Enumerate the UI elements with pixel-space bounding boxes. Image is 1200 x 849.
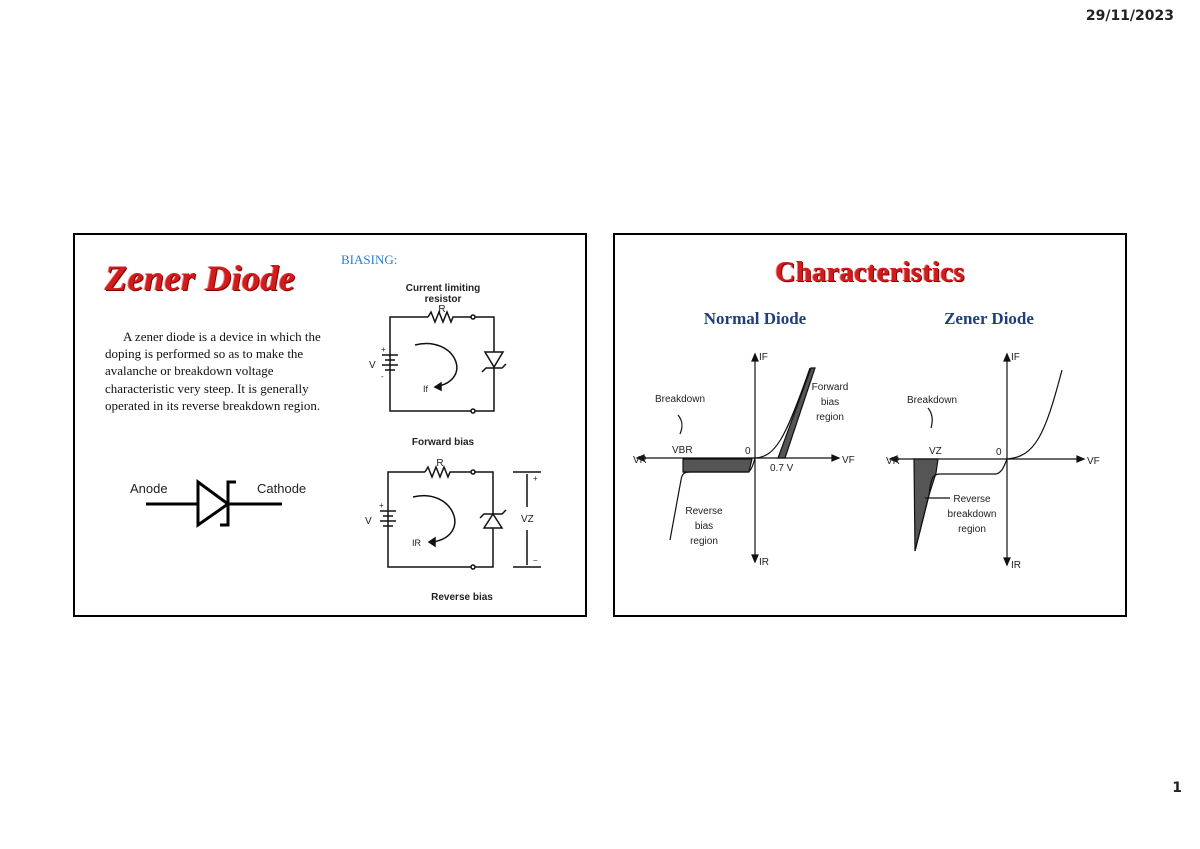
current-label: If	[423, 384, 429, 394]
vz-label: VZ	[521, 514, 534, 525]
resistor-label: Current limiting	[406, 283, 480, 294]
minus: -	[381, 372, 384, 381]
vr-label: VR	[886, 456, 900, 467]
source-v: V	[369, 360, 376, 371]
normal-diode-heading: Normal Diode	[703, 309, 807, 328]
resistor-r: R	[438, 304, 445, 315]
ir-label: IR	[759, 557, 769, 568]
reverse-circuit	[380, 464, 541, 570]
normal-diode-graph	[635, 352, 841, 564]
vf-label: VF	[842, 455, 855, 466]
breakdown-label: Breakdown	[655, 394, 705, 405]
breakdown-label: Breakdown	[907, 395, 957, 406]
description: A zener diode is a device in which the d…	[105, 329, 321, 413]
anode-label: Anode	[130, 481, 168, 496]
forward-region-label: bias	[821, 397, 839, 408]
date: 29/11/2023	[1085, 8, 1174, 24]
knee-voltage-label: 0.7 V	[770, 463, 794, 474]
slide-title: Zener Diode	[105, 258, 296, 298]
reverse-region-label: region	[958, 524, 986, 535]
source-v: V	[365, 516, 372, 527]
vbr-label: VBR	[672, 445, 693, 456]
forward-region-label: region	[816, 412, 844, 423]
vr-label: VR	[633, 455, 647, 466]
diagrams: Anode Cathode Current limiting resistor …	[130, 283, 541, 603]
if-label: IF	[1011, 352, 1020, 363]
slide-title: Characteristics	[775, 257, 965, 288]
reverse-region-label: bias	[695, 521, 713, 532]
slide-characteristics: Characteristics Normal Diode Zener Diode…	[613, 233, 1127, 617]
current-label: IR	[412, 538, 422, 548]
reverse-bias-caption: Reverse bias	[431, 592, 493, 603]
characteristic-graphs: Breakdown VBR 0 0.7 V VR VF IF IR Forwar…	[633, 352, 1100, 571]
resistor-label-2: resistor	[425, 294, 462, 305]
vz-label: VZ	[929, 446, 942, 457]
biasing-label: BIASING:	[341, 252, 398, 267]
ir-label: IR	[1011, 560, 1021, 571]
vz-plus: +	[533, 474, 538, 483]
reverse-region-label: breakdown	[948, 509, 997, 520]
forward-bias-caption: Forward bias	[412, 437, 475, 448]
vz-minus: −	[533, 556, 538, 565]
forward-circuit	[382, 309, 507, 414]
origin-label: 0	[745, 446, 751, 457]
reverse-region-label: region	[690, 536, 718, 547]
resistor-r: R	[436, 458, 443, 469]
forward-region-label: Forward	[812, 382, 849, 393]
plus: +	[381, 345, 386, 354]
if-label: IF	[759, 352, 768, 363]
zener-diode-graph	[888, 352, 1086, 567]
cathode-label: Cathode	[257, 481, 306, 496]
reverse-region-label: Reverse	[685, 506, 723, 517]
zener-symbol	[146, 479, 282, 528]
origin-label: 0	[996, 447, 1002, 458]
zener-diode-heading: Zener Diode	[944, 309, 1034, 328]
slide-zener-diode: Zener Diode BIASING: A zener diode is a …	[73, 233, 587, 617]
plus: +	[379, 501, 384, 510]
page-number: 1	[1172, 780, 1182, 796]
reverse-region-label: Reverse	[953, 494, 991, 505]
vf-label: VF	[1087, 456, 1100, 467]
